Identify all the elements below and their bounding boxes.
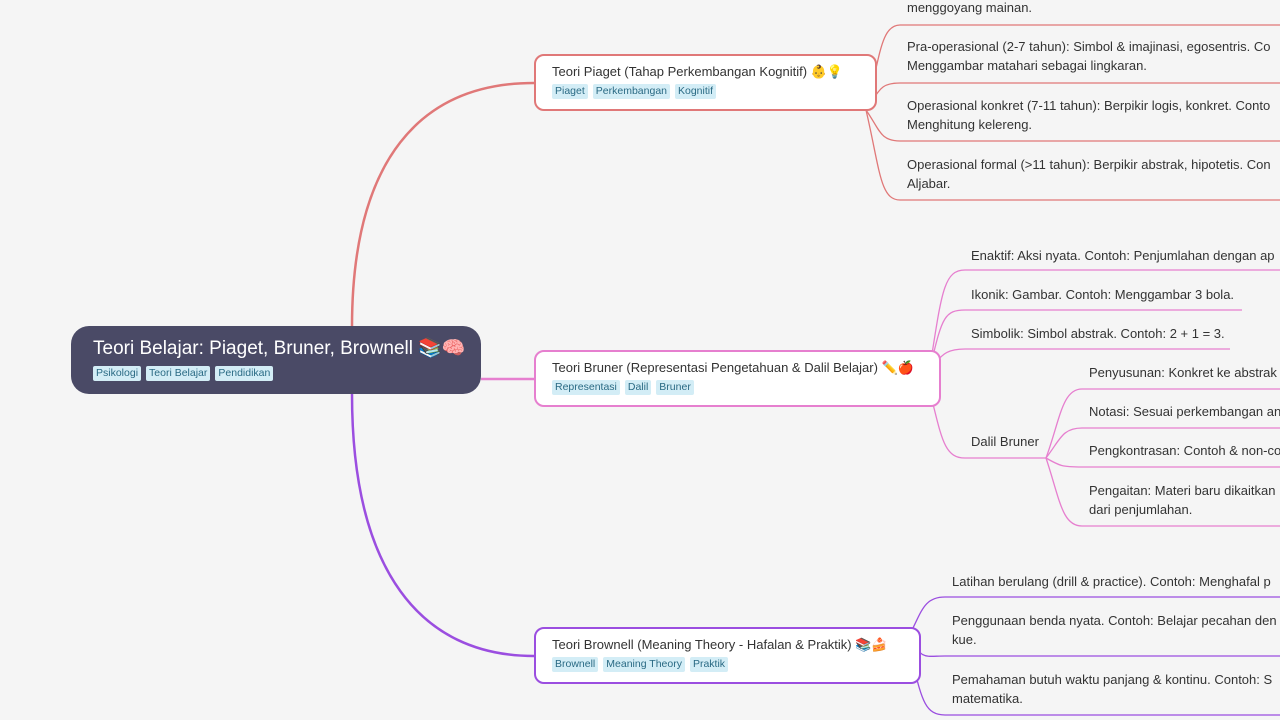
tag-perkembangan[interactable]: Perkembangan — [592, 84, 670, 99]
bruner-leaf-dalil[interactable]: Dalil Bruner — [971, 434, 1039, 449]
bruner-leaf-simbolik[interactable]: Simbolik: Simbol abstrak. Contoh: 2 + 1 … — [971, 326, 1225, 341]
piaget-leaf-formal-line2: Aljabar. — [907, 175, 951, 191]
tag-meaning-theory[interactable]: Meaning Theory — [603, 657, 685, 672]
topic-brownell[interactable]: Teori Brownell (Meaning Theory - Hafalan… — [534, 627, 921, 684]
piaget-leaf-operasional-formal[interactable]: Operasional formal (>11 tahun): Berpikir… — [907, 156, 1280, 193]
bruner-leaf-enaktif[interactable]: Enaktif: Aksi nyata. Contoh: Penjumlahan… — [971, 248, 1275, 263]
brownell-leaf-benda-line2: kue. — [952, 631, 977, 647]
connector-root-piaget — [350, 81, 535, 328]
brownell-leaf-latihan[interactable]: Latihan berulang (drill & practice). Con… — [952, 574, 1271, 589]
tag-pendidikan[interactable]: Pendidikan — [215, 366, 274, 381]
piaget-leaf-operasional-konkret[interactable]: Operasional konkret (7-11 tahun): Berpik… — [907, 97, 1280, 134]
central-topic[interactable]: Teori Belajar: Piaget, Bruner, Brownell … — [71, 326, 481, 394]
brownell-leaf-benda-nyata[interactable]: Penggunaan benda nyata. Contoh: Belajar … — [952, 612, 1280, 649]
dalil-leaf-notasi[interactable]: Notasi: Sesuai perkembangan an — [1089, 404, 1280, 419]
tag-teori-belajar[interactable]: Teori Belajar — [146, 366, 211, 381]
tag-piaget[interactable]: Piaget — [552, 84, 588, 99]
brownell-leaf-benda-line1: Penggunaan benda nyata. Contoh: Belajar … — [952, 613, 1277, 628]
topic-piaget-title: Teori Piaget (Tahap Perkembangan Kogniti… — [552, 64, 844, 79]
dalil-leaf-pengkontrasan[interactable]: Pengkontrasan: Contoh & non-co — [1089, 443, 1280, 458]
tag-dalil[interactable]: Dalil — [624, 380, 652, 395]
piaget-leaf-praoperasional-line2: Menggambar matahari sebagai lingkaran. — [907, 57, 1147, 73]
brownell-leaf-pemahaman-line1: Pemahaman butuh waktu panjang & kontinu.… — [952, 672, 1273, 687]
brownell-leaf-pemahaman-line2: matematika. — [952, 690, 1023, 706]
topic-bruner-title: Teori Bruner (Representasi Pengetahuan &… — [552, 360, 914, 375]
topic-brownell-title: Teori Brownell (Meaning Theory - Hafalan… — [552, 637, 888, 652]
tag-praktik[interactable]: Praktik — [689, 657, 729, 672]
piaget-leaf-praoperasional-line1: Pra-operasional (2-7 tahun): Simbol & im… — [907, 39, 1271, 54]
bruner-leaf-connectors — [931, 269, 1280, 527]
piaget-leaf-konkret-line1: Operasional konkret (7-11 tahun): Berpik… — [907, 98, 1271, 113]
piaget-leaf-konkret-line2: Menghitung kelereng. — [907, 116, 1033, 132]
brownell-leaf-pemahaman[interactable]: Pemahaman butuh waktu panjang & kontinu.… — [952, 671, 1280, 708]
dalil-leaf-pengaitan[interactable]: Pengaitan: Materi baru dikaitkan dari pe… — [1089, 482, 1280, 519]
bruner-leaf-ikonik[interactable]: Ikonik: Gambar. Contoh: Menggambar 3 bol… — [971, 287, 1235, 302]
tag-kognitif[interactable]: Kognitif — [675, 84, 717, 99]
piaget-leaf-sensorimotor-tail[interactable]: menggoyang mainan. — [907, 0, 1033, 15]
piaget-leaf-praoperasional[interactable]: Pra-operasional (2-7 tahun): Simbol & im… — [907, 38, 1280, 75]
topic-bruner-tags: Representasi Dalil Bruner — [552, 380, 923, 395]
connector-root-brownell — [350, 393, 535, 658]
topic-piaget[interactable]: Teori Piaget (Tahap Perkembangan Kogniti… — [534, 54, 877, 111]
topic-piaget-tags: Piaget Perkembangan Kognitif — [552, 84, 859, 99]
dalil-leaf-pengaitan-line1: Pengaitan: Materi baru dikaitkan — [1089, 483, 1276, 498]
tag-psikologi[interactable]: Psikologi — [93, 366, 142, 381]
tag-bruner[interactable]: Bruner — [656, 380, 694, 395]
topic-brownell-tags: Brownell Meaning Theory Praktik — [552, 657, 903, 672]
dalil-leaf-pengaitan-line2: dari penjumlahan. — [1089, 501, 1193, 517]
piaget-leaf-formal-line1: Operasional formal (>11 tahun): Berpikir… — [907, 157, 1271, 172]
dalil-leaf-penyusunan[interactable]: Penyusunan: Konkret ke abstrak — [1089, 365, 1277, 380]
central-topic-title: Teori Belajar: Piaget, Bruner, Brownell … — [93, 338, 466, 359]
central-topic-tags: Psikologi Teori Belajar Pendidikan — [93, 366, 459, 381]
tag-representasi[interactable]: Representasi — [552, 380, 620, 395]
topic-bruner[interactable]: Teori Bruner (Representasi Pengetahuan &… — [534, 350, 941, 407]
tag-brownell[interactable]: Brownell — [552, 657, 599, 672]
